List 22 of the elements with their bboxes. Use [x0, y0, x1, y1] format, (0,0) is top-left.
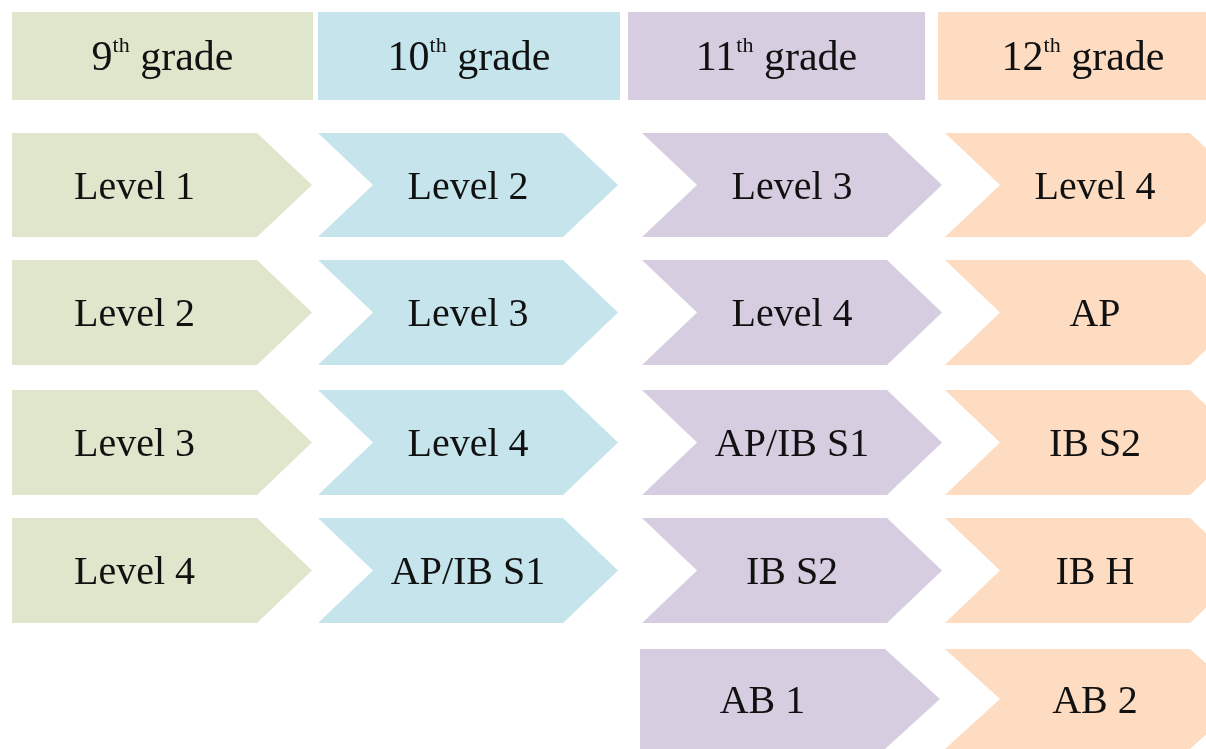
- grade-header: 11$^{th}$ grade: [628, 12, 925, 100]
- level-label: Level 3: [407, 289, 529, 336]
- level-label: Level 4: [1034, 161, 1156, 209]
- level-label: Level 1: [73, 161, 196, 209]
- level-label: AP/IB S1: [714, 419, 870, 466]
- grade-header: 10$^{th}$ grade: [318, 12, 620, 100]
- level-label: Level 2: [407, 161, 529, 209]
- level-label: IB S2: [1048, 419, 1142, 466]
- level-label: Level 4: [731, 289, 853, 336]
- level-label: Level 2: [73, 289, 196, 336]
- level-label: Level 4: [73, 547, 196, 594]
- level-label: AP/IB S1: [390, 547, 546, 594]
- level-label: Level 4: [407, 419, 529, 466]
- level-label: Level 3: [731, 161, 853, 209]
- grade-header: 9$^{th}$ grade: [12, 12, 313, 100]
- level-label: IB H: [1055, 547, 1135, 594]
- level-label: Level 3: [73, 419, 196, 466]
- level-label: AB 1: [719, 675, 806, 723]
- level-label: AP: [1069, 289, 1121, 336]
- level-label: IB S2: [745, 547, 839, 594]
- grade-header: 12$^{th}$ grade: [938, 12, 1206, 100]
- level-label: AB 2: [1052, 675, 1138, 723]
